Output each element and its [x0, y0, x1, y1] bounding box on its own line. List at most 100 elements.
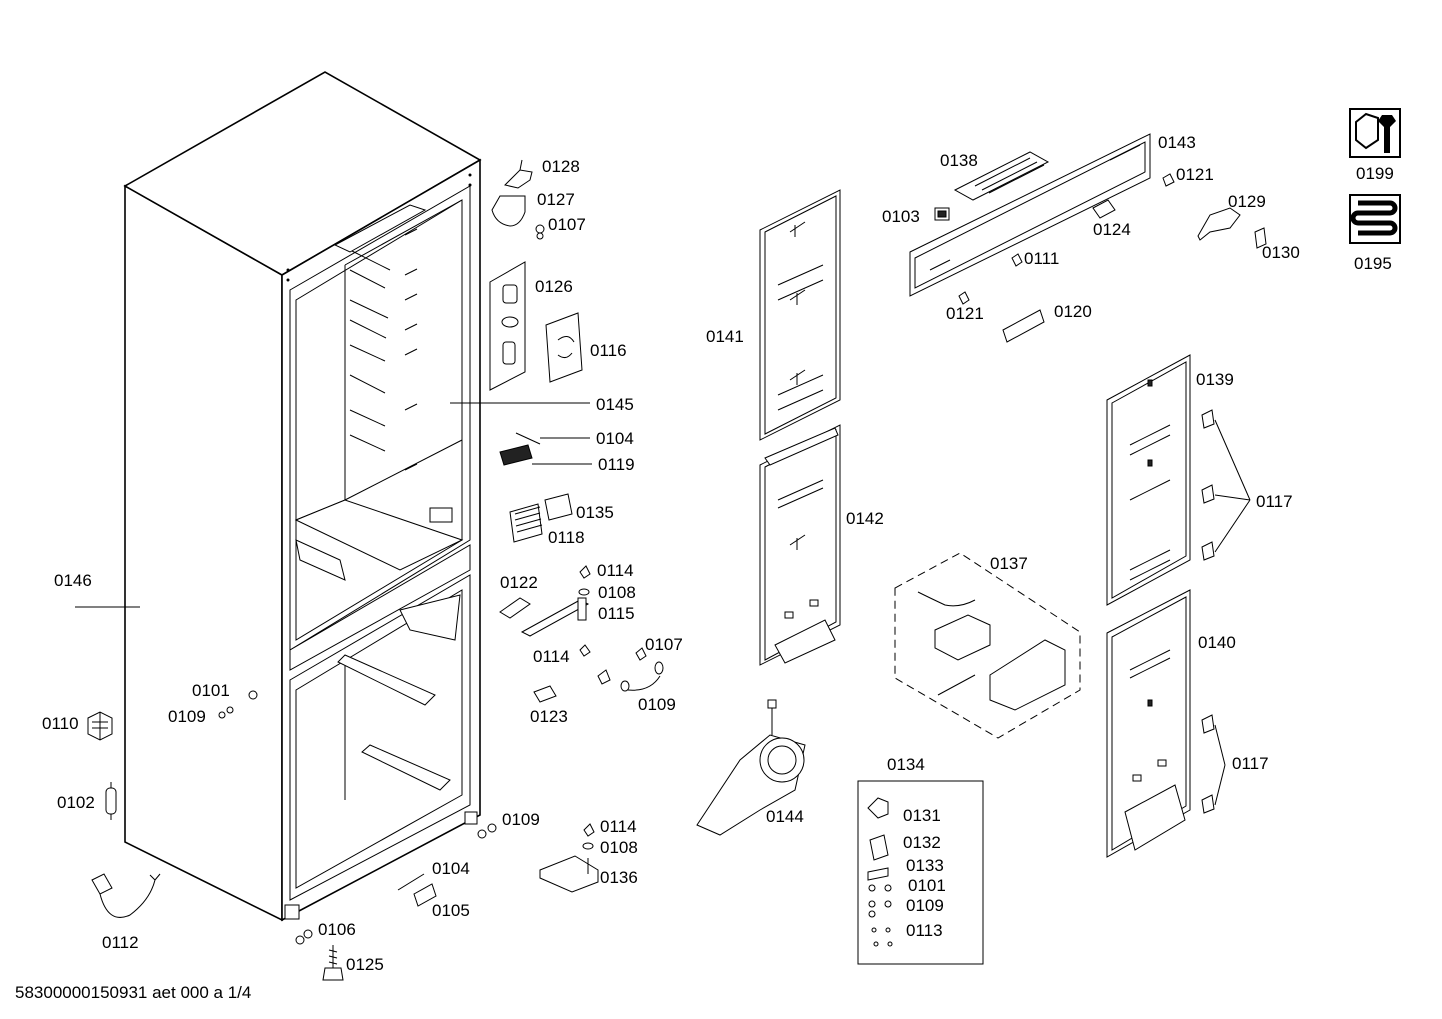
label-0135: 0135	[576, 503, 614, 522]
part-0129-bracket	[1197, 207, 1241, 241]
part-0111-screw	[1011, 253, 1023, 267]
label-0105: 0105	[432, 901, 470, 920]
label-0116: 0116	[590, 341, 627, 360]
label-0143: 0143	[1158, 133, 1196, 152]
part-0135-pad	[544, 493, 573, 521]
part-0108-washer-b	[582, 842, 594, 850]
label-0139: 0139	[1196, 370, 1234, 389]
label-0109-b: 0109	[502, 810, 540, 829]
label-0144: 0144	[766, 807, 804, 826]
part-0114-nut-a	[579, 565, 591, 579]
label-0104-b: 0104	[432, 859, 470, 878]
part-0144-fan-assembly	[696, 699, 806, 836]
label-0129: 0129	[1228, 192, 1266, 211]
label-0126: 0126	[535, 277, 573, 296]
label-0140: 0140	[1198, 633, 1236, 652]
label-0122: 0122	[500, 573, 538, 592]
wrench-nut-icon	[1349, 108, 1401, 158]
label-0109-d: 0109	[906, 896, 944, 915]
label-0121-b: 0121	[946, 304, 984, 323]
label-0104-a: 0104	[596, 429, 634, 448]
label-0142: 0142	[846, 509, 884, 528]
part-0123-clip	[533, 685, 557, 703]
group-0137-lamp-housing	[894, 552, 1081, 739]
part-0130-plate	[1254, 227, 1267, 249]
label-0136: 0136	[600, 868, 638, 887]
label-0125: 0125	[346, 955, 384, 974]
part-0119-switch	[499, 444, 592, 466]
part-0118-grille	[509, 503, 543, 543]
part-0142-lower-panel	[759, 424, 841, 666]
label-0101-b: 0101	[908, 876, 946, 895]
label-0108-b: 0108	[600, 838, 638, 857]
part-0114-nut-c	[583, 823, 595, 837]
label-0102: 0102	[57, 793, 95, 812]
part-0107-screw-top	[535, 224, 545, 240]
label-0128: 0128	[542, 157, 580, 176]
label-0107-b: 0107	[645, 635, 683, 654]
label-0120: 0120	[1054, 302, 1092, 321]
label-0101-a: 0101	[192, 681, 230, 700]
label-0112: 0112	[102, 933, 139, 952]
label-0137: 0137	[990, 554, 1028, 573]
label-0132: 0132	[903, 833, 941, 852]
part-0138-display	[953, 151, 1050, 201]
label-0141: 0141	[706, 327, 744, 346]
part-0141-upper-panel	[759, 189, 841, 441]
part-0110-connector	[87, 711, 113, 741]
label-0195: 0195	[1354, 254, 1392, 273]
part-0109-mid-screws	[597, 661, 664, 692]
part-0102-lamp	[105, 782, 117, 820]
part-0122-hinge-bracket	[499, 597, 590, 637]
part-0143-control-strip	[909, 133, 1151, 297]
group-0134-small-parts-kit	[857, 780, 984, 965]
label-0117-a: 0117	[1256, 492, 1293, 511]
part-0117-pins-upper	[1201, 409, 1251, 561]
part-0112-power-cord	[91, 873, 161, 918]
label-0127: 0127	[537, 190, 575, 209]
part-0121-screw-top	[1162, 173, 1175, 187]
part-0121-screw-bottom	[958, 291, 970, 305]
part-0120-cover	[1002, 309, 1045, 343]
label-0110: 0110	[42, 714, 79, 733]
label-0138: 0138	[940, 151, 978, 170]
label-0119: 0119	[598, 455, 635, 474]
part-0136-lower-hinge	[539, 855, 599, 893]
label-0114-a: 0114	[597, 561, 634, 580]
part-0109-washers-lower	[477, 823, 497, 839]
part-0127-hinge-cover	[491, 195, 526, 227]
part-0101-screw	[248, 690, 258, 700]
label-0106: 0106	[318, 920, 356, 939]
label-0118: 0118	[548, 528, 585, 547]
label-0114-c: 0114	[600, 817, 637, 836]
label-0117-b: 0117	[1232, 754, 1269, 773]
part-0117-pins-lower	[1201, 714, 1226, 814]
label-0134: 0134	[887, 755, 925, 774]
label-0130: 0130	[1262, 243, 1300, 262]
part-0106-washers	[295, 929, 313, 945]
label-0108-a: 0108	[598, 583, 636, 602]
label-0111: 0111	[1024, 249, 1059, 268]
label-0145: 0145	[596, 395, 634, 414]
part-0105-cover	[413, 883, 437, 907]
coil-icon	[1349, 194, 1401, 244]
label-0114-b: 0114	[533, 647, 570, 666]
label-0103: 0103	[882, 207, 920, 226]
label-0115: 0115	[598, 604, 635, 623]
label-0131: 0131	[903, 806, 941, 825]
part-0103-switch	[934, 207, 950, 221]
part-0104-pin-lower	[397, 873, 425, 891]
part-0107-screw-mid	[635, 647, 647, 661]
part-0126-thermostat-kit	[489, 261, 526, 391]
part-0124-clip	[1092, 199, 1116, 219]
part-0116-sticker	[545, 312, 583, 383]
label-0199: 0199	[1356, 164, 1394, 183]
label-0146: 0146	[54, 571, 92, 590]
part-0128-clip	[504, 159, 533, 189]
part-0125-foot-bolt	[322, 945, 344, 981]
label-0123: 0123	[530, 707, 568, 726]
part-0139-upper-right-panel	[1106, 354, 1191, 606]
part-0109-screw	[218, 706, 234, 719]
part-0104-pin	[515, 432, 590, 445]
